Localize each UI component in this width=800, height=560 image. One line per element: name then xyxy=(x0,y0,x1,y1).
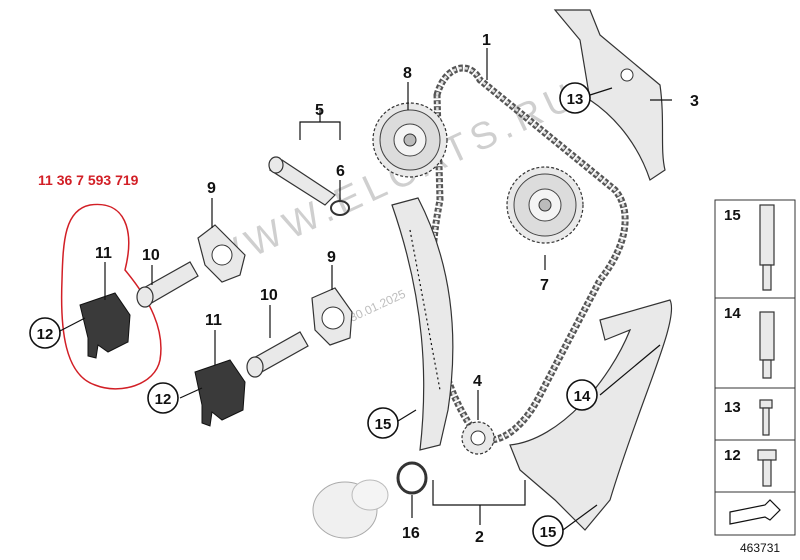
legend-item-13: 13 xyxy=(724,399,773,436)
legend-item-14: 14 xyxy=(724,305,775,379)
circled-label-12-lower: 12 xyxy=(147,382,179,414)
guide-rail xyxy=(509,299,673,531)
gasket-upper xyxy=(197,224,246,283)
part-number-code: 11 36 7 593 719 xyxy=(38,172,139,188)
solenoid-valve-lower xyxy=(246,331,309,378)
label-11-lower: 11 xyxy=(205,312,222,329)
vanos-sprocket-lower xyxy=(506,166,584,244)
gasket-lower xyxy=(311,287,353,346)
label-11-upper: 11 xyxy=(95,245,112,262)
svg-text:13: 13 xyxy=(567,91,584,108)
leader-lines xyxy=(57,48,672,531)
crankshaft-sprocket xyxy=(461,421,495,455)
svg-text:12: 12 xyxy=(37,326,54,343)
date-stamp: 30.01.2025 xyxy=(347,287,408,325)
svg-text:15: 15 xyxy=(375,416,392,433)
svg-text:12: 12 xyxy=(155,391,172,408)
label-16: 16 xyxy=(402,525,420,542)
label-10-upper: 10 xyxy=(142,247,160,264)
circled-label-13: 13 xyxy=(559,82,591,114)
label-1: 1 xyxy=(482,32,491,49)
label-7: 7 xyxy=(540,277,549,294)
legend-panel: 15 14 13 12 xyxy=(714,199,796,536)
tensioner-rail xyxy=(391,197,454,451)
label-8: 8 xyxy=(403,65,412,82)
svg-text:15: 15 xyxy=(724,207,741,224)
upper-guide xyxy=(553,9,666,181)
crank-hub xyxy=(312,479,389,539)
label-6: 6 xyxy=(336,163,345,180)
actuator-upper xyxy=(79,292,131,359)
legend-item-12: 12 xyxy=(724,447,777,487)
svg-text:14: 14 xyxy=(574,388,591,405)
svg-text:13: 13 xyxy=(724,399,741,416)
label-10-lower: 10 xyxy=(260,287,278,304)
label-9-lower: 9 xyxy=(327,249,336,266)
circled-label-14: 14 xyxy=(566,379,598,411)
bearing-pin xyxy=(268,156,336,206)
label-3: 3 xyxy=(690,93,699,110)
legend-direction-arrow xyxy=(729,499,781,525)
circled-label-15-upper: 15 xyxy=(367,407,399,439)
label-9-upper: 9 xyxy=(207,180,216,197)
label-5: 5 xyxy=(315,102,324,119)
svg-text:12: 12 xyxy=(724,447,741,464)
diagram-id: 463731 xyxy=(740,541,780,555)
circled-label-12-upper: 12 xyxy=(29,317,61,349)
svg-text:14: 14 xyxy=(724,305,741,322)
circled-label-15-lower: 15 xyxy=(532,515,564,547)
o-ring xyxy=(330,200,350,216)
actuator-lower xyxy=(194,359,246,427)
solenoid-valve-upper xyxy=(136,261,199,308)
seal-ring xyxy=(396,461,428,495)
svg-text:15: 15 xyxy=(540,524,557,541)
legend-item-15: 15 xyxy=(724,204,775,291)
label-2: 2 xyxy=(475,529,484,546)
label-4: 4 xyxy=(473,373,482,390)
highlight-outline xyxy=(60,203,162,390)
vanos-sprocket-upper xyxy=(372,102,448,178)
